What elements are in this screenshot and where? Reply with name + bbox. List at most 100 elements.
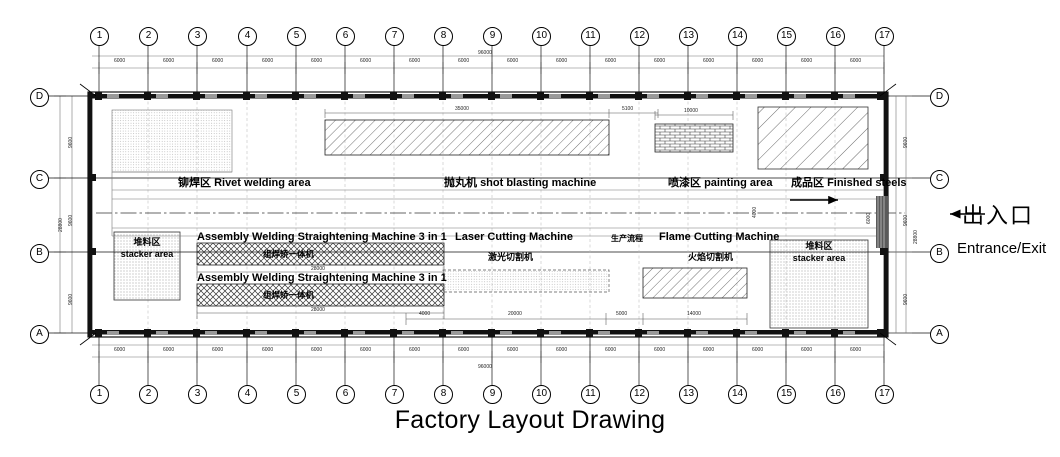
dim-flame-length: 14000 <box>687 311 701 317</box>
label-shot-blasting-machine: 抛丸机 shot blasting machine <box>444 174 596 190</box>
dim-bottom-bay-10: 6000 <box>556 347 568 353</box>
label-finished-steels: 成品区 Finished steels <box>791 174 907 190</box>
grid-bubble-bottom-15[interactable]: 15 <box>777 385 796 404</box>
grid-bubble-top-6[interactable]: 6 <box>336 27 355 46</box>
dim-top-bay-3: 6000 <box>212 58 224 64</box>
label-stacker-area-left: 堆料区 stacker area <box>114 238 180 260</box>
dim-bottom-bay-6: 6000 <box>360 347 372 353</box>
grid-bubble-left-b[interactable]: B <box>30 244 49 263</box>
stacker-right-block <box>769 239 869 329</box>
label-stacker-area-right: 堆料区 stacker area <box>770 242 868 264</box>
grid-bubble-bottom-11[interactable]: 11 <box>581 385 600 404</box>
grid-bubble-left-d[interactable]: D <box>30 88 49 107</box>
grid-bubble-bottom-7[interactable]: 7 <box>385 385 404 404</box>
grid-bubble-top-17[interactable]: 17 <box>875 27 894 46</box>
grid-bubble-right-c[interactable]: C <box>930 170 949 189</box>
grid-bubble-top-16[interactable]: 16 <box>826 27 845 46</box>
grid-bubble-top-14[interactable]: 14 <box>728 27 747 46</box>
dim-top-bay-14: 6000 <box>752 58 764 64</box>
dim-bottom-bay-16: 6000 <box>850 347 862 353</box>
grid-bubble-top-12[interactable]: 12 <box>630 27 649 46</box>
grid-bubble-top-11[interactable]: 11 <box>581 27 600 46</box>
dim-right-edge: 6000 <box>866 212 872 224</box>
dim-right-row-ba: 9600 <box>903 293 909 305</box>
label-assembly-machine-2-cn: 组焊矫一体机 <box>263 291 315 301</box>
label-entrance-exit-en: Entrance/Exit <box>957 240 1047 257</box>
dim-bottom-bay-2: 6000 <box>163 347 175 353</box>
dim-left-overall: 28800 <box>58 218 64 232</box>
dim-top-bay-6: 6000 <box>360 58 372 64</box>
dim-bottom-bay-11: 6000 <box>605 347 617 353</box>
dim-shot-blast-length: 35000 <box>455 106 469 112</box>
grid-bubble-top-3[interactable]: 3 <box>188 27 207 46</box>
label-assembly-machine-2-en: Assembly Welding Straightening Machine 3… <box>197 272 447 284</box>
grid-bubble-bottom-1[interactable]: 1 <box>90 385 109 404</box>
grid-bubble-bottom-13[interactable]: 13 <box>679 385 698 404</box>
dim-top-bay-13: 6000 <box>703 58 715 64</box>
grid-bubble-top-8[interactable]: 8 <box>434 27 453 46</box>
dim-bottom-bay-4: 6000 <box>262 347 274 353</box>
flame-machine-block <box>642 267 748 299</box>
dim-top-bay-10: 6000 <box>556 58 568 64</box>
dim-top-bay-11: 6000 <box>605 58 617 64</box>
dim-top-bay-16: 6000 <box>850 58 862 64</box>
label-flame-machine-cn: 火焰切割机 <box>688 253 734 263</box>
label-rivet-welding-area-cn: 铆焊区 <box>178 176 211 189</box>
grid-bubble-bottom-10[interactable]: 10 <box>532 385 551 404</box>
dim-right-overall: 28800 <box>913 230 919 244</box>
grid-bubble-bottom-6[interactable]: 6 <box>336 385 355 404</box>
grid-bubble-left-a[interactable]: A <box>30 325 49 344</box>
grid-bubble-bottom-8[interactable]: 8 <box>434 385 453 404</box>
grid-bubble-bottom-3[interactable]: 3 <box>188 385 207 404</box>
label-finished-steels-en: Finished steels <box>827 177 907 189</box>
dim-left-row-dc: 9600 <box>68 136 74 148</box>
grid-bubble-bottom-16[interactable]: 16 <box>826 385 845 404</box>
grid-bubble-top-10[interactable]: 10 <box>532 27 551 46</box>
grid-bubble-top-7[interactable]: 7 <box>385 27 404 46</box>
label-production-flow: 生产流程 <box>611 233 643 243</box>
grid-bubble-top-5[interactable]: 5 <box>287 27 306 46</box>
stacker-left-block <box>113 231 181 301</box>
label-assembly-machine-1-cn: 组焊矫一体机 <box>263 250 315 260</box>
grid-bubble-bottom-2[interactable]: 2 <box>139 385 158 404</box>
shot-blasting-block <box>324 119 610 156</box>
grid-bubble-bottom-4[interactable]: 4 <box>238 385 257 404</box>
grid-bubble-top-15[interactable]: 15 <box>777 27 796 46</box>
dim-mid-gap: 5000 <box>616 311 628 317</box>
dim-top-bay-9: 6000 <box>507 58 519 64</box>
label-painting-area: 喷漆区 painting area <box>668 174 773 190</box>
painting-brick-block <box>654 123 734 153</box>
grid-bubble-right-a[interactable]: A <box>930 325 949 344</box>
grid-bubble-top-9[interactable]: 9 <box>483 27 502 46</box>
grid-bubble-bottom-17[interactable]: 17 <box>875 385 894 404</box>
dim-bottom-bay-14: 6000 <box>752 347 764 353</box>
grid-bubble-bottom-14[interactable]: 14 <box>728 385 747 404</box>
grid-bubble-bottom-9[interactable]: 9 <box>483 385 502 404</box>
dim-assembly-1: 28000 <box>311 266 325 272</box>
grid-bubble-left-c[interactable]: C <box>30 170 49 189</box>
grid-bubble-bottom-12[interactable]: 12 <box>630 385 649 404</box>
label-rivet-welding-area: 铆焊区 Rivet welding area <box>178 174 311 190</box>
dim-top-bay-7: 6000 <box>409 58 421 64</box>
label-finished-steels-cn: 成品区 <box>791 176 824 189</box>
grid-bubble-right-b[interactable]: B <box>930 244 949 263</box>
wall-left <box>88 92 92 337</box>
label-stacker-right-en: stacker area <box>792 253 846 263</box>
grid-bubble-top-4[interactable]: 4 <box>238 27 257 46</box>
grid-bubble-top-13[interactable]: 13 <box>679 27 698 46</box>
grid-bubble-top-2[interactable]: 2 <box>139 27 158 46</box>
finished-steels-block <box>757 106 869 170</box>
dim-right-row-cb: 9600 <box>903 214 909 226</box>
dim-paint-block: 10000 <box>684 108 698 114</box>
dim-bottom-bay-13: 6000 <box>703 347 715 353</box>
grid-bubble-right-d[interactable]: D <box>930 88 949 107</box>
label-painting-area-en: painting area <box>704 177 773 189</box>
label-stacker-left-en: stacker area <box>120 249 174 259</box>
grid-bubble-top-1[interactable]: 1 <box>90 27 109 46</box>
dim-bottom-bay-7: 6000 <box>409 347 421 353</box>
dim-shot-blast-gap: 5100 <box>622 106 634 112</box>
grid-bubble-bottom-5[interactable]: 5 <box>287 385 306 404</box>
dim-bottom-bay-8: 6000 <box>458 347 470 353</box>
drawing-title: Factory Layout Drawing <box>394 406 666 434</box>
